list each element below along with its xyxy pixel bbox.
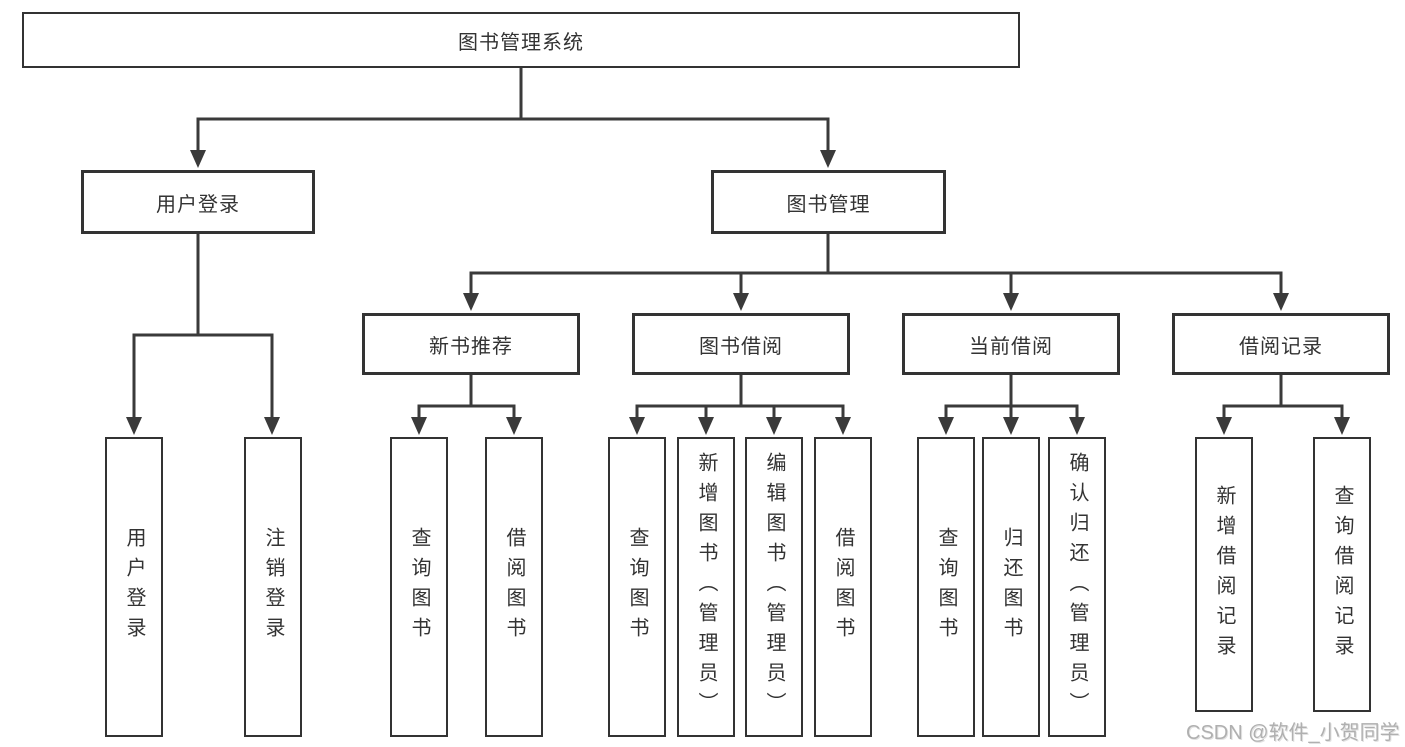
node-label: 新书推荐 xyxy=(429,335,513,358)
node-book-borrowing: 图书借阅 xyxy=(632,313,850,375)
node-root-system: 图书管理系统 xyxy=(22,12,1020,68)
node-label: 注销登录 xyxy=(262,527,284,647)
leaf-borrow-books: 借阅图书 xyxy=(814,437,872,737)
node-borrowing-records: 借阅记录 xyxy=(1172,313,1390,375)
node-label: 借阅图书 xyxy=(832,527,854,647)
csdn-watermark: CSDN @软件_小贺同学 xyxy=(1186,722,1400,744)
leaf-query-books: 查询图书 xyxy=(608,437,666,737)
node-label: 新增图书（管理员） xyxy=(695,452,717,722)
node-label: 新增借阅记录 xyxy=(1213,484,1235,665)
leaf-add-books-admin: 新增图书（管理员） xyxy=(677,437,735,737)
node-label: 图书管理系统 xyxy=(458,31,584,54)
node-label: 查询借阅记录 xyxy=(1331,484,1353,665)
node-label: 借阅记录 xyxy=(1239,335,1323,358)
leaf-confirm-return-admin: 确认归还（管理员） xyxy=(1048,437,1106,737)
node-label: 借阅图书 xyxy=(503,527,525,647)
leaf-query-books: 查询图书 xyxy=(917,437,975,737)
node-new-book-recommend: 新书推荐 xyxy=(362,313,580,375)
leaf-query-books: 查询图书 xyxy=(390,437,448,737)
leaf-query-borrow-record: 查询借阅记录 xyxy=(1313,437,1371,712)
node-label: 查询图书 xyxy=(626,527,648,647)
node-label: 编辑图书（管理员） xyxy=(763,452,785,722)
leaf-return-books: 归还图书 xyxy=(982,437,1040,737)
node-label: 用户登录 xyxy=(123,527,145,647)
connector-path xyxy=(132,68,1344,421)
node-label: 当前借阅 xyxy=(969,335,1053,358)
node-label: 图书借阅 xyxy=(699,335,783,358)
leaf-edit-books-admin: 编辑图书（管理员） xyxy=(745,437,803,737)
node-label: 图书管理 xyxy=(786,193,871,216)
node-user-login: 用户登录 xyxy=(81,170,315,234)
node-label: 用户登录 xyxy=(156,193,240,216)
leaf-user-login: 用户登录 xyxy=(105,437,163,737)
node-label: 查询图书 xyxy=(408,527,430,647)
node-label: 归还图书 xyxy=(1000,527,1022,647)
node-current-borrowing: 当前借阅 xyxy=(902,313,1120,375)
leaf-logout: 注销登录 xyxy=(244,437,302,737)
node-book-management: 图书管理 xyxy=(711,170,946,234)
leaf-add-borrow-record: 新增借阅记录 xyxy=(1195,437,1253,712)
leaf-borrow-books: 借阅图书 xyxy=(485,437,543,737)
node-label: 查询图书 xyxy=(935,527,957,647)
node-label: 确认归还（管理员） xyxy=(1066,452,1088,722)
